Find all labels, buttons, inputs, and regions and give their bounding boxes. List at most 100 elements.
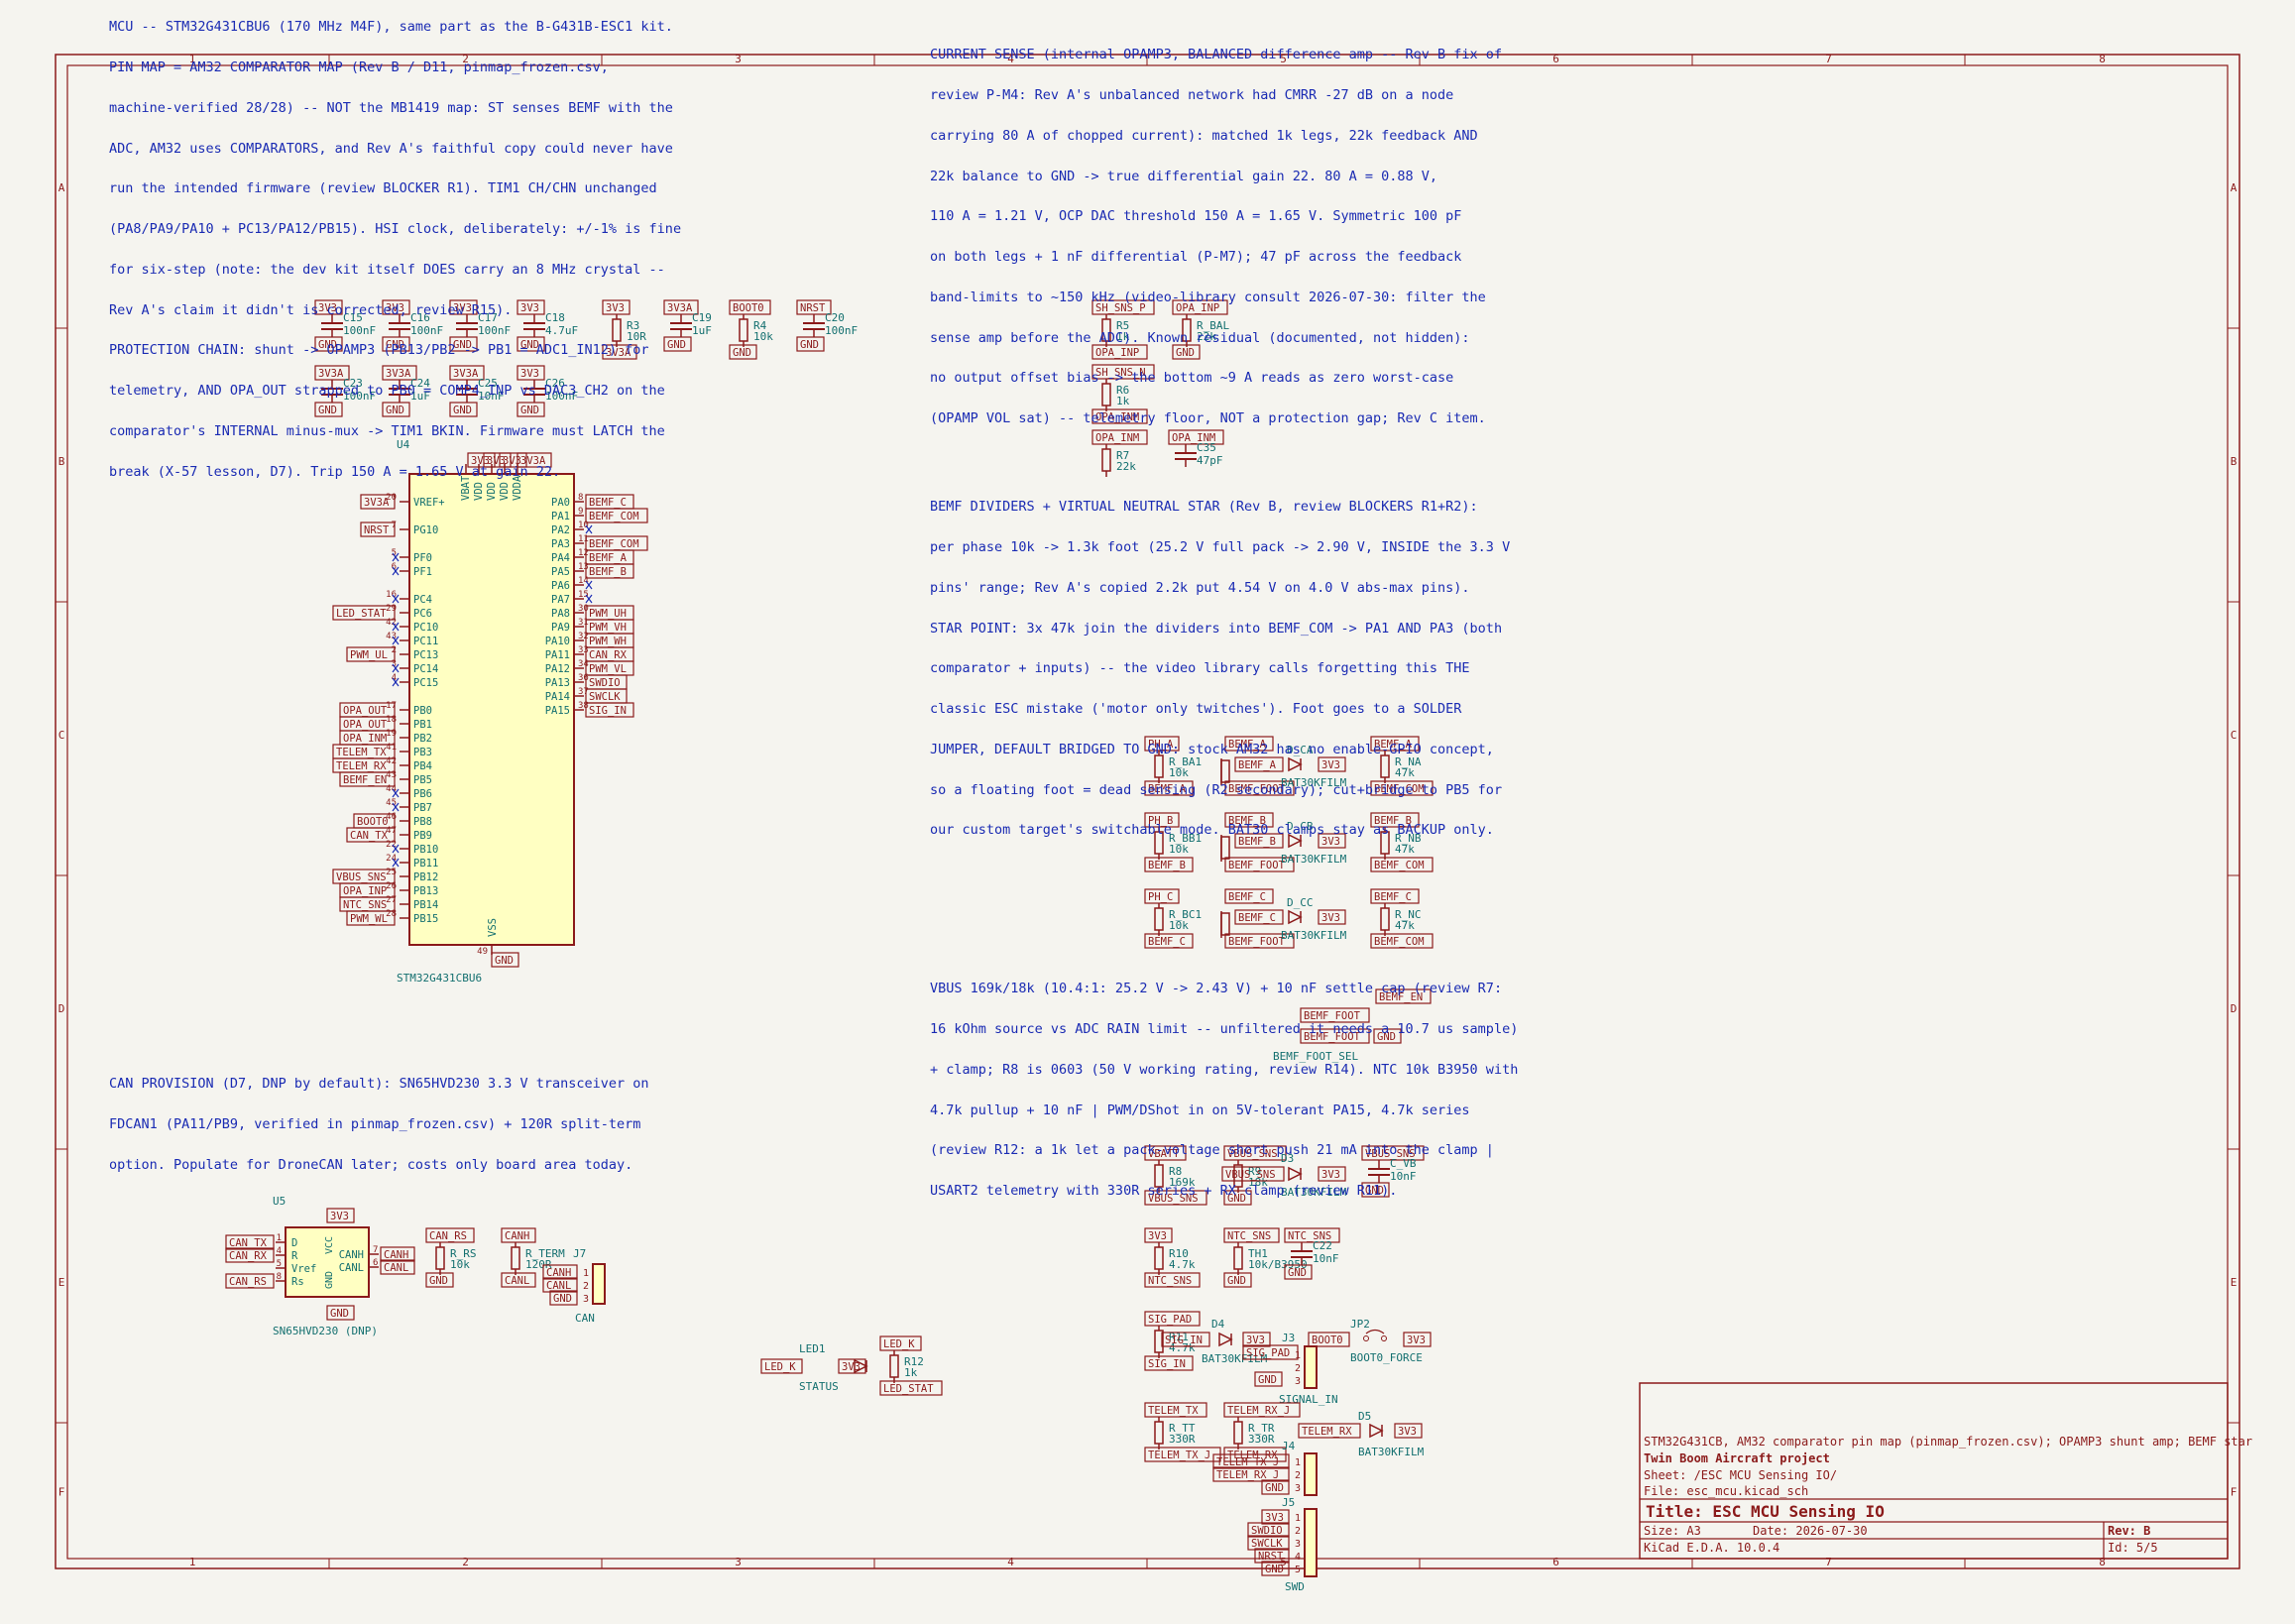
component-value: STATUS bbox=[799, 1380, 839, 1393]
component-value: STM32G431CBU6 bbox=[397, 972, 482, 985]
net-label: NTC_SNS bbox=[343, 899, 387, 911]
net-label-box bbox=[1223, 1145, 1287, 1161]
net-label: VBATT bbox=[1148, 1148, 1180, 1160]
ref-designator: D_CB bbox=[1287, 820, 1314, 833]
note-vbus: VBUS 169k/18k (10.4:1: 25.2 V -> 2.43 V)… bbox=[930, 956, 1518, 1225]
net-label-box bbox=[1318, 833, 1346, 849]
note-line: (OPAMP VOL sat) -- telemetry floor, NOT … bbox=[930, 410, 1486, 427]
no-connect-mark bbox=[585, 524, 593, 534]
net-label: TELEM_RX_J bbox=[1227, 1405, 1290, 1417]
pin-number: 43 bbox=[386, 770, 397, 780]
net-label: 3V3 bbox=[330, 1211, 349, 1222]
net-label: 3V3 bbox=[453, 302, 472, 314]
pin-name: PA0 bbox=[551, 497, 570, 509]
net-label: CAN_RS bbox=[429, 1230, 467, 1242]
pin-name: CANH bbox=[339, 1249, 364, 1261]
net-label: GND bbox=[1365, 1185, 1384, 1197]
note-line: no output offset bias -> the bottom ~9 A… bbox=[930, 370, 1454, 387]
net-label-box bbox=[516, 365, 545, 381]
net-label: BEMF_C bbox=[1238, 912, 1276, 924]
ref-designator: R_BA1 bbox=[1169, 755, 1202, 768]
note-line: PIN MAP = AM32 COMPARATOR MAP (Rev B / D… bbox=[109, 58, 609, 75]
no-connect-mark bbox=[585, 594, 593, 604]
net-label: VBUS_SNS bbox=[1225, 1169, 1276, 1181]
net-label: BEMF_C bbox=[1228, 891, 1266, 903]
pin-name: PA15 bbox=[545, 705, 570, 717]
net-label: BEMF_FOOT bbox=[1228, 783, 1286, 795]
pin-name: PB7 bbox=[413, 802, 432, 814]
net-label-box bbox=[1172, 299, 1228, 315]
net-label-box bbox=[483, 452, 512, 468]
net-label: 3V3A bbox=[364, 497, 390, 509]
net-label-box bbox=[467, 452, 496, 468]
net-label: 3V3 bbox=[1321, 836, 1340, 848]
pin-name: VSS bbox=[487, 918, 499, 937]
title-block bbox=[1639, 1382, 2229, 1560]
resistor-body bbox=[511, 1246, 520, 1270]
pin-name: PC6 bbox=[413, 608, 432, 620]
title-comment: STM32G431CB, AM32 comparator pin map (pi… bbox=[1644, 1435, 2252, 1449]
net-label-box bbox=[339, 771, 396, 787]
frame-col-label: 2 bbox=[462, 53, 469, 65]
resistor-body bbox=[889, 1354, 899, 1378]
pin-number: 44 bbox=[386, 784, 397, 794]
frame-col-label: 7 bbox=[1825, 53, 1832, 65]
note-line: carrying 80 A of chopped current): match… bbox=[930, 127, 1478, 144]
pin-number: 13 bbox=[578, 562, 589, 572]
net-label: CAN_TX bbox=[229, 1237, 268, 1249]
net-label-box bbox=[1223, 1190, 1252, 1206]
ref-designator: D_CA bbox=[1287, 744, 1314, 756]
pin-name: PA7 bbox=[551, 594, 570, 606]
net-label: TELEM_TX_J bbox=[1216, 1456, 1279, 1468]
transceiver-body bbox=[285, 1226, 370, 1298]
component-value: 1k bbox=[1116, 395, 1130, 407]
net-label: OPA_INP bbox=[1095, 347, 1139, 359]
net-label: BEMF_COM bbox=[1374, 783, 1425, 795]
frame-row-label: F bbox=[2231, 1486, 2238, 1499]
clamp-diode bbox=[1288, 833, 1303, 849]
pin-number: 15 bbox=[578, 590, 589, 600]
ref-designator: R_RS bbox=[450, 1247, 477, 1260]
net-label-box bbox=[1234, 756, 1284, 772]
net-label-box bbox=[1144, 1355, 1194, 1371]
net-label: NTC_SNS bbox=[1288, 1230, 1331, 1242]
pin-number: 2 bbox=[1295, 1470, 1301, 1481]
component-value: 22k bbox=[1197, 330, 1216, 343]
ref-designator: R_TT bbox=[1169, 1422, 1196, 1435]
component-value: BAT30KFILM bbox=[1281, 776, 1347, 789]
pin-number: 12 bbox=[578, 548, 589, 558]
net-label: BOOT0 bbox=[1312, 1334, 1343, 1346]
ref-designator: JP2 bbox=[1350, 1318, 1370, 1331]
net-label-box bbox=[1300, 1028, 1370, 1044]
pin-number: 27 bbox=[386, 895, 397, 905]
ref-designator: D_CC bbox=[1287, 896, 1314, 909]
ref-designator: D3 bbox=[1281, 1152, 1294, 1165]
no-connect-mark bbox=[392, 802, 400, 812]
pin-name: PA5 bbox=[551, 566, 570, 578]
component-value: BAT30KFILM bbox=[1202, 1352, 1268, 1365]
net-label: GND bbox=[553, 1293, 572, 1305]
component-value: SN65HVD230 (DNP) bbox=[273, 1325, 378, 1337]
net-label-box bbox=[1361, 1145, 1425, 1161]
net-label: 3V3 bbox=[1398, 1426, 1417, 1438]
net-label-box bbox=[1224, 780, 1295, 796]
ref-designator: R_TERM bbox=[525, 1247, 565, 1260]
net-label-box bbox=[382, 299, 410, 315]
net-label: BEMF_A bbox=[589, 552, 628, 564]
net-label-box bbox=[449, 402, 478, 417]
net-label-box bbox=[380, 1246, 415, 1262]
ref-designator: C35 bbox=[1197, 441, 1216, 454]
net-label-box bbox=[346, 646, 396, 662]
net-label-box bbox=[1144, 812, 1180, 828]
pin-name: PB0 bbox=[413, 705, 432, 717]
note-line: PROTECTION CHAIN: shunt -> OPAMP3 (PB13/… bbox=[109, 342, 649, 359]
pin-number: 18 bbox=[386, 715, 397, 725]
net-label: BEMF_COM bbox=[1374, 860, 1425, 871]
pin-number: 5 bbox=[277, 1259, 282, 1269]
ref-designator: U4 bbox=[397, 438, 410, 451]
note-mcu: MCU -- STM32G431CBU6 (170 MHz M4F), same… bbox=[109, 0, 681, 507]
resistor-body bbox=[1220, 912, 1230, 936]
net-label-box bbox=[602, 344, 637, 360]
net-label-box bbox=[542, 1277, 578, 1293]
